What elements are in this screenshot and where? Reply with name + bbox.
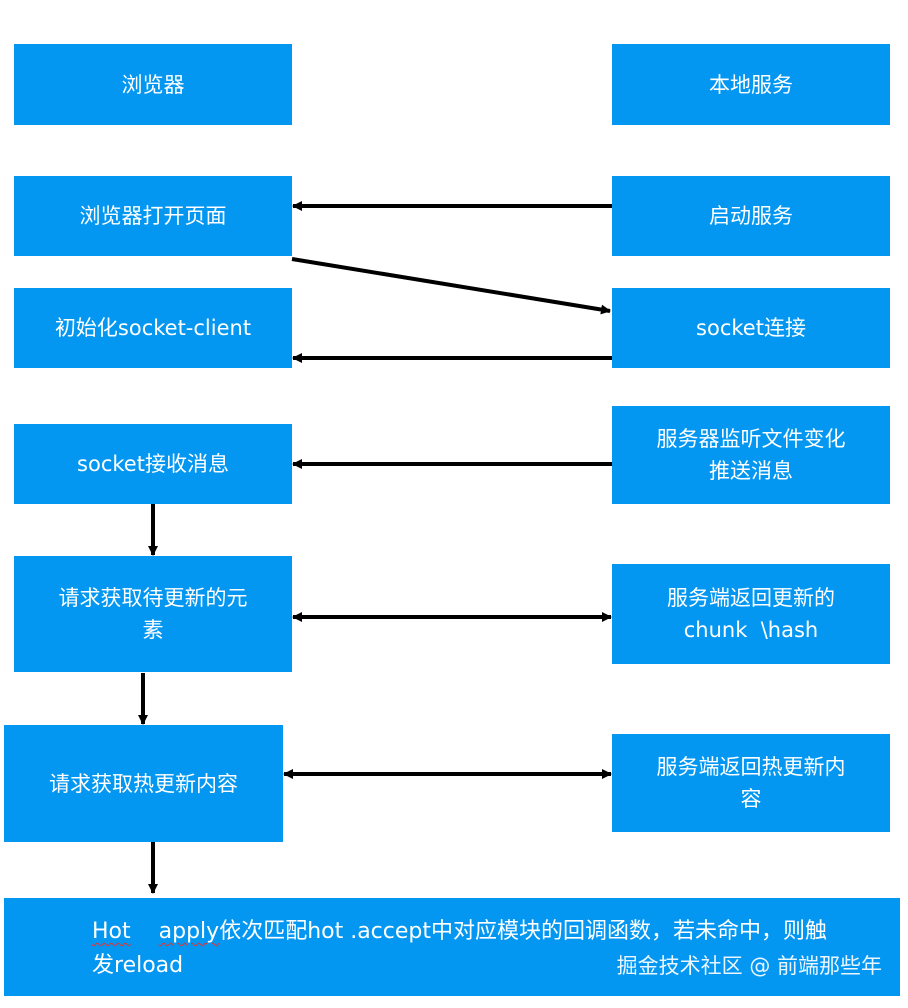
- box-server-return-hot: 服务端返回热更新内 容: [612, 734, 890, 832]
- box-init-socket-client: 初始化socket-client: [14, 288, 292, 368]
- watermark: 掘金技术社区 @ 前端那些年: [616, 954, 882, 978]
- box-socket-receive: socket接收消息: [14, 424, 292, 504]
- arrow-open-page-to-socket-connect: [291, 257, 611, 315]
- box-request-hot-content-label: 请求获取热更新内容: [49, 771, 238, 796]
- box-local-service-label: 本地服务: [709, 72, 793, 97]
- box-browser-open-page-label: 浏览器打开页面: [79, 204, 227, 228]
- apply-word: apply: [158, 919, 220, 944]
- hot-apply-text-1: 依次匹配hot .accept中对应模块的回调函数，若未命中，则触: [219, 919, 828, 944]
- box-server-return-chunk: 服务端返回更新的 chunk \hash: [612, 564, 890, 664]
- box-start-service: 启动服务: [612, 176, 890, 256]
- hot-apply-line1: Hot apply依次匹配hot .accept中对应模块的回调函数，若未命中，则…: [92, 915, 880, 949]
- box-local-service: 本地服务: [612, 44, 890, 125]
- hot-apply-line2: 发reload: [92, 949, 880, 983]
- box-request-pending: 请求获取待更新的元 素: [14, 556, 292, 672]
- box-browser-open-page: 浏览器打开页面: [14, 176, 292, 256]
- box-browser-label: 浏览器: [121, 72, 185, 97]
- box-server-return-chunk-line1: 服务端返回更新的: [667, 586, 835, 610]
- box-server-return-hot-line2: 容: [740, 787, 762, 811]
- box-server-watch: 服务器监听文件变化 推送消息: [612, 406, 890, 504]
- reload-word: reload: [114, 953, 184, 978]
- box-socket-connect: socket连接: [612, 288, 890, 368]
- box-request-pending-line1: 请求获取待更新的元: [58, 586, 248, 610]
- box-server-return-chunk-line2: chunk \hash: [683, 618, 819, 642]
- box-request-pending-line2: 素: [142, 618, 164, 642]
- box-request-hot-content: 请求获取热更新内容: [4, 725, 283, 842]
- box-start-service-label: 启动服务: [709, 204, 793, 228]
- box-socket-receive-label: socket接收消息: [77, 452, 229, 476]
- box-init-socket-client-label: 初始化socket-client: [54, 316, 252, 340]
- box-server-watch-line1: 服务器监听文件变化: [656, 427, 846, 451]
- box-hot-apply: Hot apply依次匹配hot .accept中对应模块的回调函数，若未命中，则…: [4, 898, 900, 996]
- fa-char: 发: [92, 953, 115, 978]
- box-server-watch-line2: 推送消息: [709, 459, 793, 483]
- box-socket-connect-label: socket连接: [696, 316, 806, 340]
- hot-word: Hot: [92, 919, 131, 944]
- box-browser: 浏览器: [14, 44, 292, 125]
- box-server-return-hot-line1: 服务端返回热更新内: [656, 755, 846, 779]
